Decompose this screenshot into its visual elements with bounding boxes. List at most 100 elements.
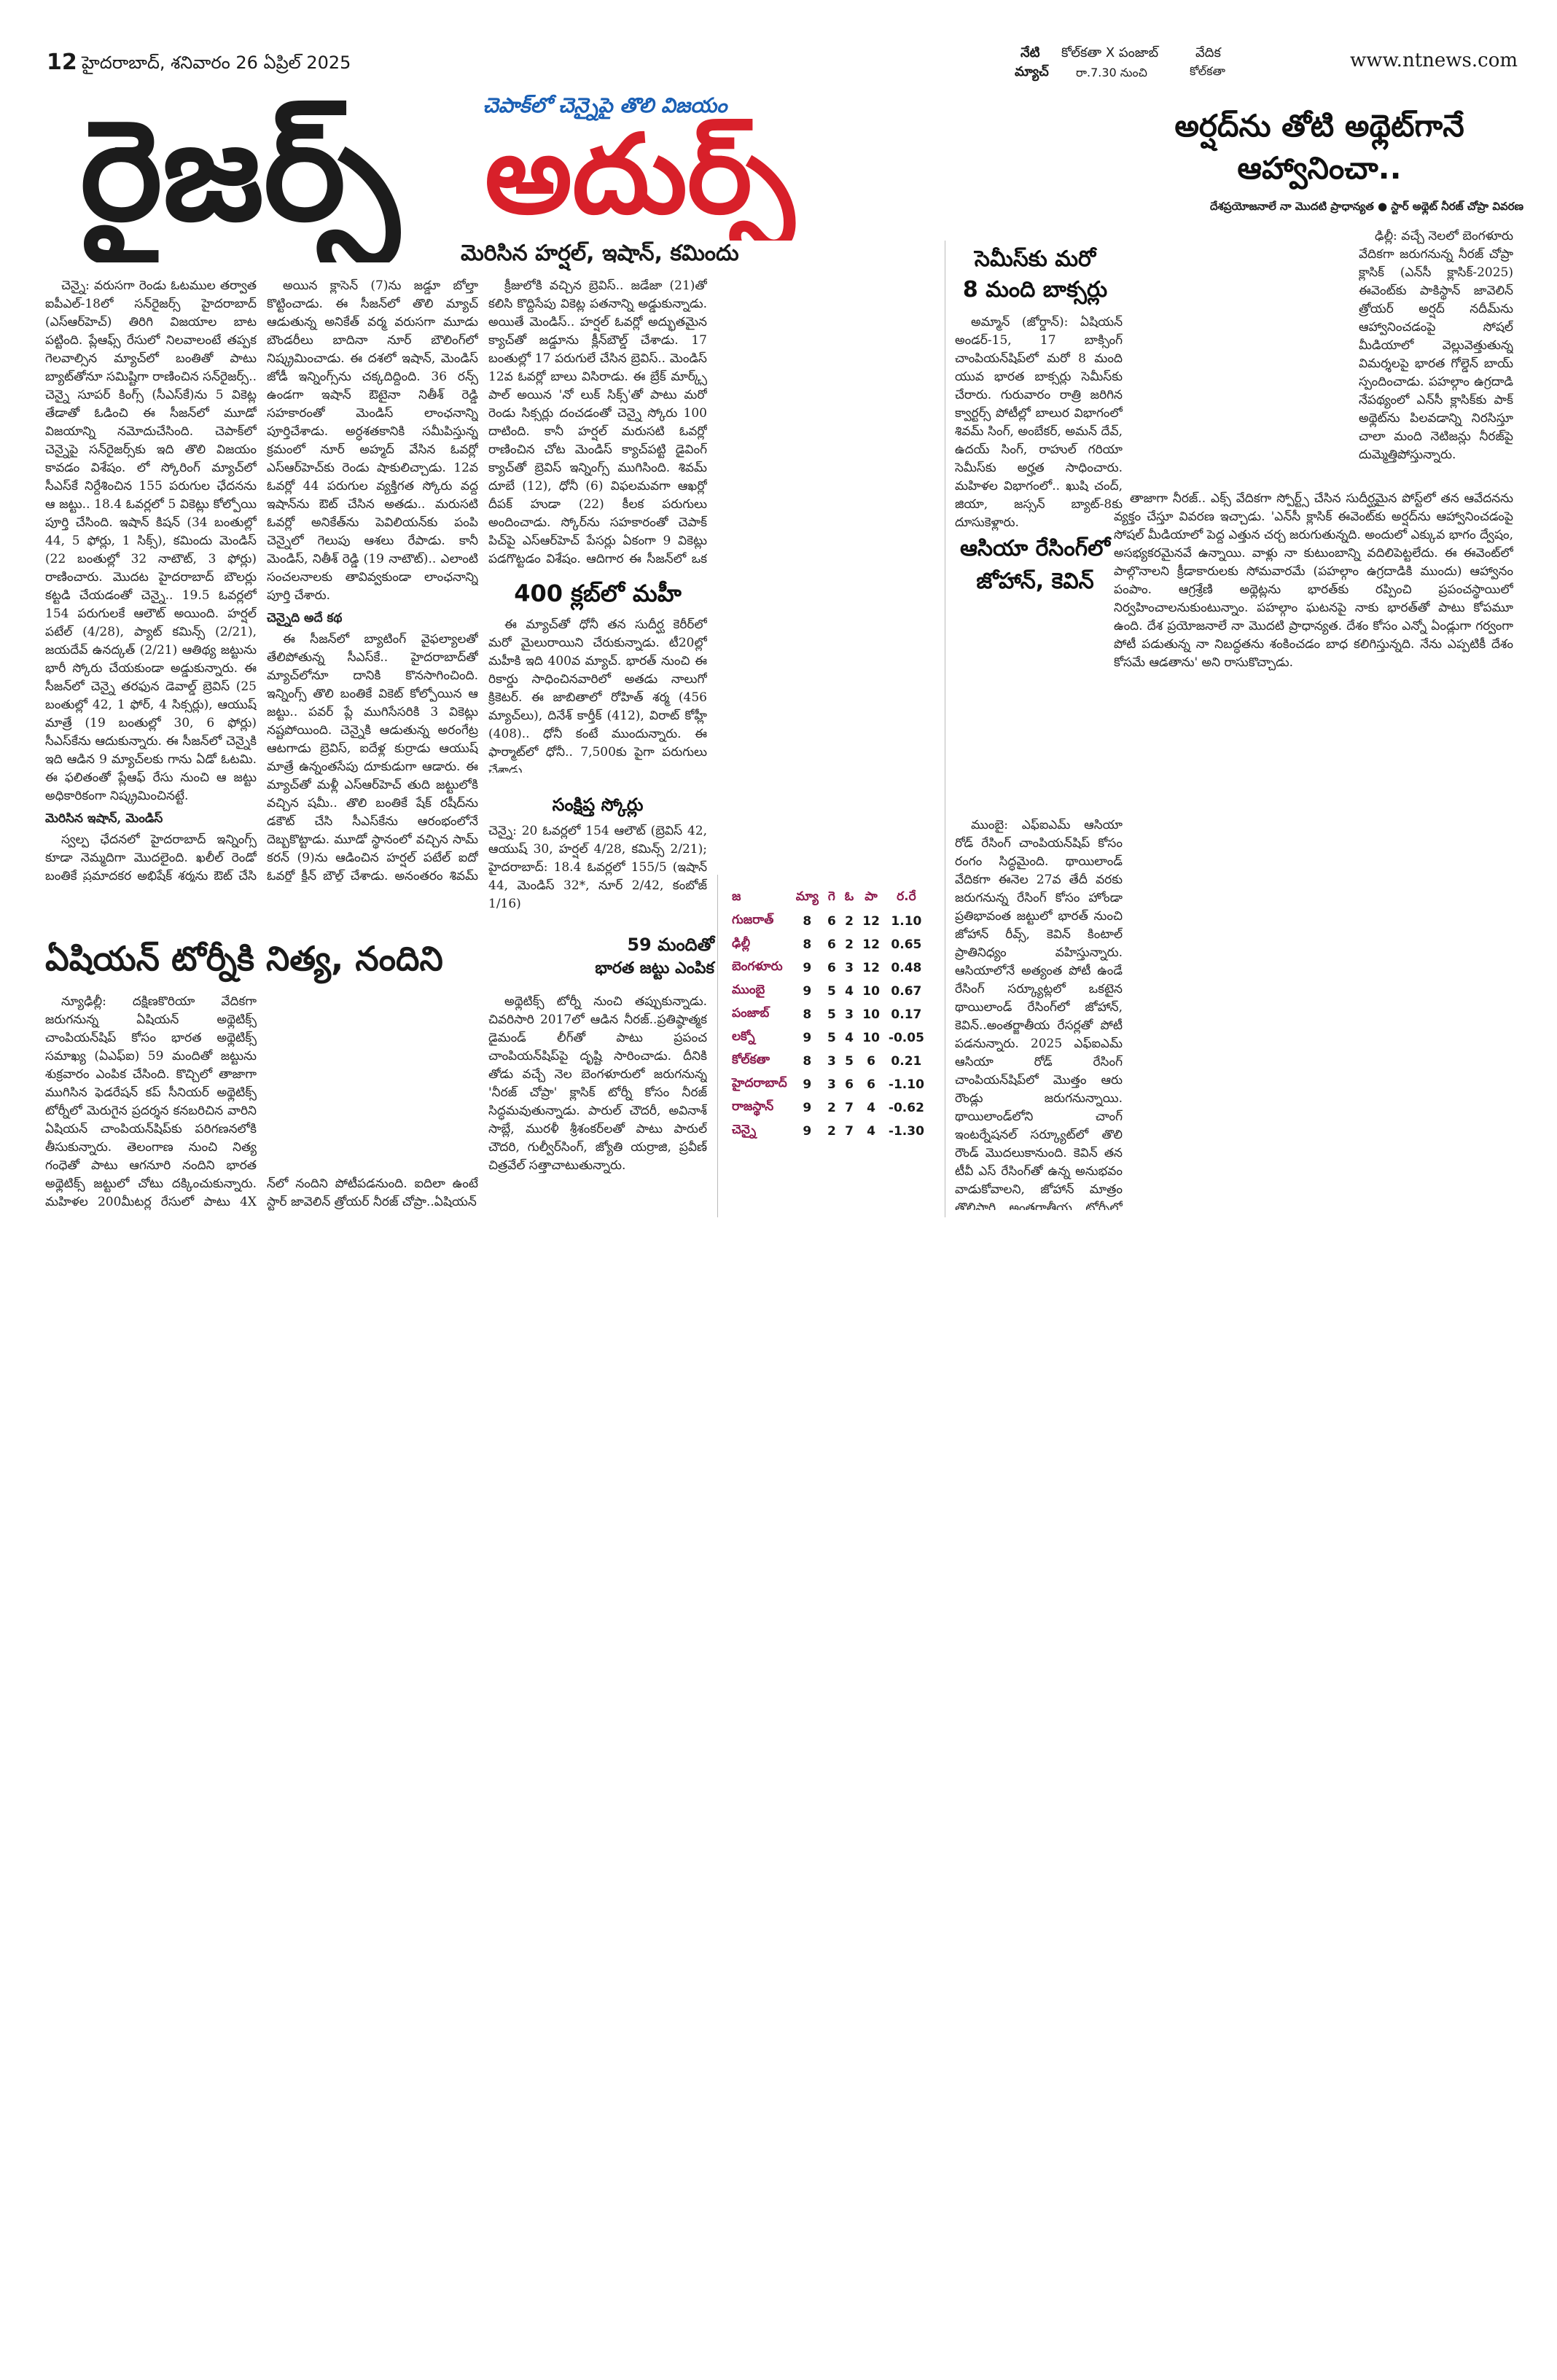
table-cell: ఓ xyxy=(844,889,854,904)
dateline: హైదరాబాద్, శనివారం 26 ఏప్రిల్ 2025 xyxy=(82,52,351,73)
semis-text: అమ్మాన్ (జోర్డాన్): ఏషియన్ అండర్-15, 17 … xyxy=(955,315,1123,530)
page-header: 12 హైదరాబాద్, శనివారం 26 ఏప్రిల్ 2025 నే… xyxy=(0,0,1557,87)
table-cell: 9 xyxy=(803,1101,812,1115)
lead-col2-text-b: ఈ సీజన్‌లో బ్యాటింగ్ వైఫల్యాలతో తేలిపోతు… xyxy=(267,632,478,882)
table-cell: హైదరాబాద్ xyxy=(732,1076,787,1090)
match-label-1: నేటి xyxy=(1021,45,1040,61)
table-cell: ముంబై xyxy=(732,983,765,997)
scores-body: చెన్నై: 20 ఓవర్లలో 154 ఆలౌట్ (బ్రెవిస్ 4… xyxy=(488,822,707,917)
table-cell: 10 xyxy=(862,1007,880,1022)
lead-col2-text: అయిన క్లాసెన్ (7)ను జడ్డూ బోల్తా కొట్టిం… xyxy=(267,278,478,603)
table-cell: ర.రే xyxy=(897,889,916,904)
table-cell: మ్యా xyxy=(795,889,819,904)
lead-col2-subhead: చెన్నైది అదే కథ xyxy=(267,611,343,625)
table-cell: జ xyxy=(732,889,741,904)
table-cell: 2 xyxy=(845,937,854,952)
match-label-2: మ్యాచ్ xyxy=(1015,64,1049,79)
table-cell: 1.10 xyxy=(891,914,922,929)
feature-text: ఈ మ్యాచ్‌తో ధోనీ తన సుదీర్ఘ కెరీర్‌లో మర… xyxy=(488,617,707,773)
match-time: రా.7.30 నుంచి xyxy=(1076,66,1147,79)
table-cell: 12 xyxy=(862,961,880,975)
table-cell: 4 xyxy=(867,1124,875,1139)
table-cell: 4 xyxy=(845,1031,854,1045)
neeraj-body-text: తాజాగా నీరజ్.. ఎక్స్ వేదికగా స్పోర్ట్స్ … xyxy=(1114,491,1513,670)
feature-headline: 400 క్లబ్‌లో మహీ xyxy=(514,580,682,607)
lead-kicker: చెపాక్‌లో చెన్నైపై తొలి విజయం xyxy=(483,93,727,117)
table-cell: ఢిల్లీ xyxy=(732,936,751,951)
asian-column-1: న్యూఢిల్లీ: దక్షిణకొరియా వేదికగా జరుగనున… xyxy=(45,993,257,1212)
table-cell: 5 xyxy=(827,1031,836,1045)
table-cell: 6 xyxy=(867,1077,875,1092)
match-teams: కోల్‌కతా X పంజాబ్ xyxy=(1061,45,1159,61)
semis-headline-1: సెమీస్‌కు మరో xyxy=(974,246,1096,272)
table-cell: 2 xyxy=(827,1124,836,1139)
table-cell: 9 xyxy=(803,1077,812,1092)
table-cell: 7 xyxy=(845,1124,854,1139)
table-cell: గె xyxy=(827,889,835,904)
racing-headline-1: ఆసియా రేసింగ్‌లో xyxy=(959,536,1111,561)
table-cell: -0.05 xyxy=(888,1031,924,1045)
table-cell: 4 xyxy=(845,984,854,999)
table-cell: 12 xyxy=(862,937,880,952)
scores-title: సంక్షిప్త స్కోర్లు xyxy=(552,795,644,815)
lead-column-2: అయిన క్లాసెన్ (7)ను జడ్డూ బోల్తా కొట్టిం… xyxy=(267,277,478,882)
table-cell: 5 xyxy=(827,984,836,999)
table-cell: 9 xyxy=(803,984,812,999)
table-cell: 8 xyxy=(803,1007,812,1022)
asian-col3-text: అథ్లెటిక్స్ టోర్నీ నుంచి తప్పుకున్నాడు. … xyxy=(488,994,707,1173)
neeraj-body: తాజాగా నీరజ్.. ఎక్స్ వేదికగా స్పోర్ట్స్ … xyxy=(1114,490,1513,741)
neeraj-headline-1: అర్షద్‌ను తోటి అథ్లెట్‌గానే xyxy=(1174,108,1464,144)
lead-col1-text-b: స్వల్ప ఛేదనలో హైదరాబాద్ ఇన్నింగ్స్ కూడా … xyxy=(45,832,257,882)
column-rule xyxy=(717,875,718,1217)
table-cell: 6 xyxy=(845,1077,854,1092)
table-cell: 6 xyxy=(827,937,836,952)
scores-text: చెన్నై: 20 ఓవర్లలో 154 ఆలౌట్ (బ్రెవిస్ 4… xyxy=(488,824,707,911)
semis-body: అమ్మాన్ (జోర్డాన్): ఏషియన్ అండర్-15, 17 … xyxy=(955,313,1123,532)
table-cell: 8 xyxy=(803,937,812,952)
asian-kicker-2: భారత జట్టు ఎంపిక xyxy=(595,959,714,978)
lead-column-1: చెన్నై: వరుసగా రెండు ఓటముల తర్వాత ఐపీఎల్… xyxy=(45,277,257,882)
table-cell: లక్నో xyxy=(732,1029,755,1044)
racing-text: ముంబై: ఎఫ్‌ఐఎమ్ ఆసియా రోడ్ రేసింగ్ చాంపి… xyxy=(955,818,1123,1210)
website-url: www.ntnews.com xyxy=(1350,50,1518,71)
asian-headline: ఏషియన్ టోర్నీకి నిత్య, నందిని xyxy=(45,939,443,978)
lead-col3-text: క్రీజులోకి వచ్చిన బ్రెవిస్.. జడేజా (21)త… xyxy=(488,278,707,566)
feature-body: ఈ మ్యాచ్‌తో ధోనీ తన సుదీర్ఘ కెరీర్‌లో మర… xyxy=(488,616,707,773)
lead-col1-subhead: మెరిసిన ఇషాన్, మెండిస్ xyxy=(45,811,163,826)
neeraj-headline-2: ఆహ్వానించా.. xyxy=(1237,150,1402,186)
lead-headline-right: అదుర్స్ xyxy=(485,112,795,238)
table-cell: 6 xyxy=(867,1054,875,1069)
table-cell: 3 xyxy=(827,1054,836,1069)
neeraj-column-right: ఢిల్లీ: వచ్చే నెలలో బెంగళూరు వేదికగా జరు… xyxy=(1359,227,1513,490)
table-cell: -1.30 xyxy=(888,1124,924,1139)
racing-headline-2: జోహాన్, కెవిన్ xyxy=(976,569,1094,594)
table-cell: పా xyxy=(865,889,878,904)
table-cell: 3 xyxy=(827,1077,836,1092)
neeraj-col-right-text: ఢిల్లీ: వచ్చే నెలలో బెంగళూరు వేదికగా జరు… xyxy=(1359,229,1513,462)
table-cell: 3 xyxy=(845,961,854,975)
table-cell: -1.10 xyxy=(888,1077,924,1092)
table-cell: 10 xyxy=(862,984,880,999)
table-cell: 9 xyxy=(803,961,812,975)
table-cell: 9 xyxy=(803,1031,812,1045)
table-cell: చెన్నై xyxy=(732,1123,757,1137)
table-cell: 4 xyxy=(867,1101,875,1115)
table-cell: 6 xyxy=(827,961,836,975)
table-cell: 3 xyxy=(845,1007,854,1022)
table-cell: 6 xyxy=(827,914,836,929)
table-cell: బెంగళూరు xyxy=(732,959,783,974)
table-cell: 2 xyxy=(827,1101,836,1115)
racing-body: ముంబై: ఎఫ్‌ఐఎమ్ ఆసియా రోడ్ రేసింగ్ చాంపి… xyxy=(955,816,1123,1210)
lead-col1-text: చెన్నై: వరుసగా రెండు ఓటముల తర్వాత ఐపీఎల్… xyxy=(45,278,257,803)
asian-column-2: న్‌లో నందిని పోటీపడనుంది. ఐదిలా ఉంటే స్ట… xyxy=(267,1175,478,1219)
